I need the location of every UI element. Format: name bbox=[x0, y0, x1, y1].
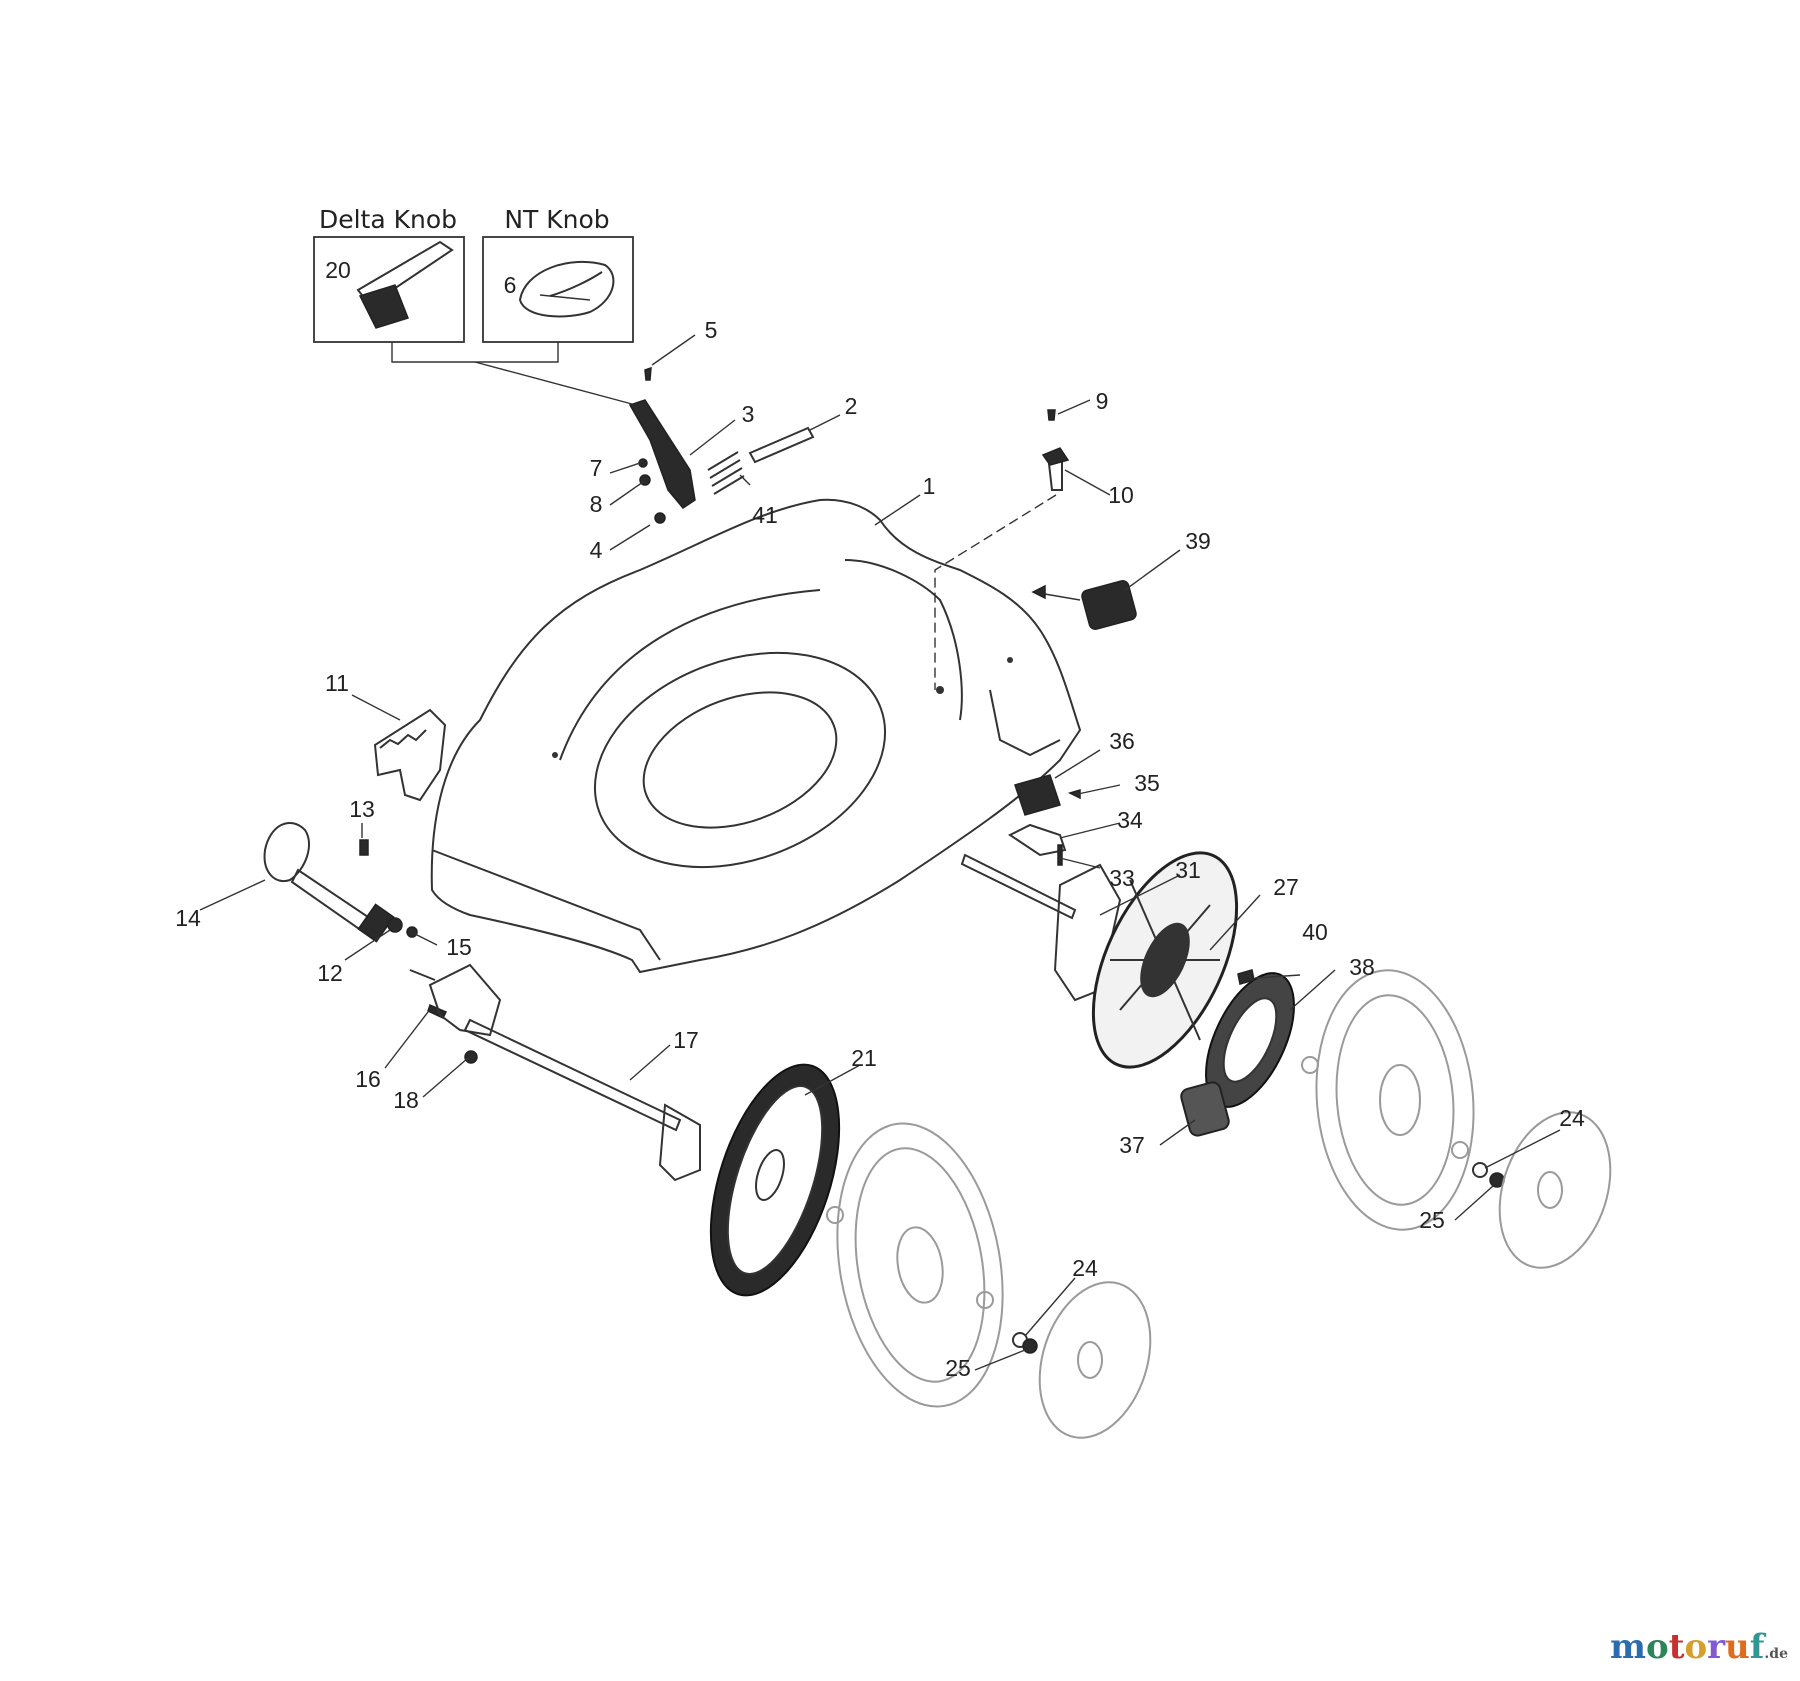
part-40 bbox=[1237, 969, 1255, 985]
delta-knob-title: Delta Knob bbox=[319, 205, 457, 234]
watermark-letter: m bbox=[1610, 1627, 1647, 1667]
height-lever-assembly bbox=[628, 366, 815, 524]
part-27-wheel-disk bbox=[1091, 851, 1239, 1069]
part-37-pinion bbox=[1180, 1081, 1230, 1137]
delta-knob-part bbox=[356, 240, 454, 329]
label-20: 20 bbox=[325, 257, 351, 283]
part-38-gear bbox=[1205, 972, 1295, 1108]
part-39 bbox=[1031, 580, 1137, 630]
mower-deck bbox=[430, 498, 1082, 974]
watermark-letter: o bbox=[1684, 1627, 1708, 1667]
delta-knob-box bbox=[313, 236, 465, 343]
label-24-rear: 24 bbox=[1559, 1105, 1585, 1131]
nt-knob-title: NT Knob bbox=[504, 205, 609, 234]
label-17: 17 bbox=[673, 1027, 699, 1053]
rear-wheel bbox=[1301, 969, 1475, 1231]
label-10: 10 bbox=[1108, 482, 1134, 508]
label-1: 1 bbox=[923, 473, 936, 499]
height-pin-assembly bbox=[934, 409, 1070, 690]
label-7: 7 bbox=[590, 455, 603, 481]
part-18 bbox=[464, 1050, 478, 1064]
label-35: 35 bbox=[1134, 770, 1160, 796]
label-21: 21 bbox=[851, 1045, 877, 1071]
label-36: 36 bbox=[1109, 728, 1135, 754]
front-wheel bbox=[826, 1122, 1004, 1408]
rear-hubcap bbox=[1472, 1111, 1612, 1269]
callout-labels: 1 2 3 4 5 6 7 8 9 10 11 12 13 14 15 16 1… bbox=[175, 257, 1585, 1381]
label-8: 8 bbox=[590, 491, 603, 517]
label-31: 31 bbox=[1175, 857, 1201, 883]
watermark-letter: u bbox=[1725, 1627, 1750, 1667]
label-6: 6 bbox=[504, 272, 517, 298]
label-18: 18 bbox=[393, 1087, 419, 1113]
label-39: 39 bbox=[1185, 528, 1211, 554]
watermark-letter: f bbox=[1749, 1627, 1765, 1667]
label-4: 4 bbox=[590, 537, 603, 563]
label-27: 27 bbox=[1273, 874, 1299, 900]
label-25-rear: 25 bbox=[1419, 1207, 1445, 1233]
leader-lines bbox=[199, 294, 1561, 1371]
bracket-parts-33-36 bbox=[1008, 774, 1081, 866]
bracket-leader bbox=[474, 361, 633, 405]
label-5: 5 bbox=[705, 317, 718, 343]
label-33: 33 bbox=[1109, 865, 1135, 891]
label-3: 3 bbox=[742, 401, 755, 427]
label-9: 9 bbox=[1096, 388, 1109, 414]
part-15 bbox=[406, 926, 418, 938]
bracket-line bbox=[391, 342, 559, 363]
label-16: 16 bbox=[355, 1066, 381, 1092]
label-14: 14 bbox=[175, 905, 201, 931]
label-11: 11 bbox=[325, 670, 349, 696]
label-2: 2 bbox=[845, 393, 858, 419]
watermark-letter: o bbox=[1646, 1627, 1669, 1667]
label-15: 15 bbox=[446, 934, 472, 960]
front-hubcap bbox=[1012, 1281, 1152, 1439]
part-21-gear bbox=[709, 1063, 841, 1297]
part-14-lever bbox=[263, 821, 395, 943]
part-13 bbox=[359, 839, 369, 856]
label-12: 12 bbox=[317, 960, 343, 986]
part-12 bbox=[387, 917, 403, 933]
label-38: 38 bbox=[1349, 954, 1375, 980]
label-37: 37 bbox=[1119, 1132, 1145, 1158]
watermark-letter: r bbox=[1707, 1627, 1726, 1667]
label-40: 40 bbox=[1302, 919, 1328, 945]
watermark-suffix: .de bbox=[1764, 1646, 1788, 1662]
label-25-front: 25 bbox=[945, 1355, 971, 1381]
label-24-front: 24 bbox=[1072, 1255, 1098, 1281]
label-34: 34 bbox=[1117, 807, 1143, 833]
watermark-letter: t bbox=[1668, 1627, 1685, 1667]
watermark-logo: motoruf.de bbox=[1610, 1627, 1788, 1667]
label-41: 41 bbox=[752, 502, 778, 528]
label-13: 13 bbox=[349, 796, 375, 822]
part-11 bbox=[373, 708, 447, 802]
part-17-axle bbox=[409, 963, 701, 1182]
nt-knob-part bbox=[518, 260, 615, 318]
knob-options: Delta Knob NT Knob bbox=[313, 205, 634, 405]
